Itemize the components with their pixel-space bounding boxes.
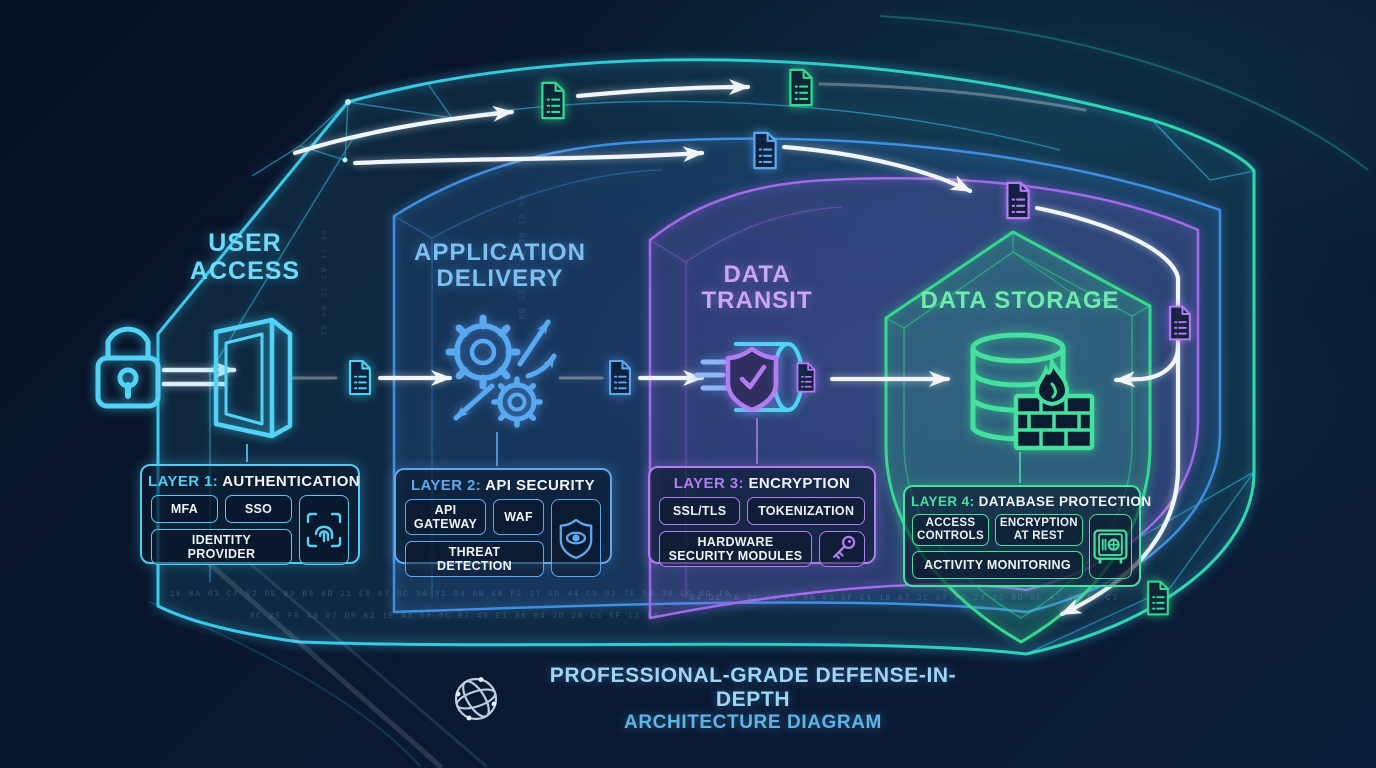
decorative-code-row: 8C 25 F0 4B 07 D9 62 1E A3 58 0C B7 49 E…: [250, 612, 660, 621]
document-icon: [541, 81, 565, 120]
decorative-code-row: 1F 8A 03 C7 52 0E 99 B4 6D 21 E8 07 5C 3…: [170, 590, 730, 599]
document-icon: [753, 131, 777, 170]
network-globe-icon: [454, 677, 498, 721]
chip-threat-detection: THREAT DETECTION: [405, 541, 544, 577]
footer: PROFESSIONAL-GRADE DEFENSE-IN-DEPTH ARCH…: [450, 664, 990, 734]
chip-activity-monitoring: ACTIVITY MONITORING: [912, 550, 1083, 579]
speed-lines: [694, 359, 730, 391]
key-icon: [819, 531, 865, 567]
decorative-code-column: 4A 91 0C 77 E2 35 B8 50 1D C6: [516, 195, 525, 325]
document-icon: [609, 359, 631, 396]
chip-waf: WAF: [493, 499, 544, 535]
fingerprint-scan-icon: [299, 495, 349, 565]
document-icon: [796, 362, 816, 393]
door-entry-icon: [213, 317, 293, 439]
chip-encryption-at-rest: ENCRYPTION AT REST: [994, 514, 1083, 546]
document-icon: [1006, 181, 1030, 220]
transit-shield-icon: [694, 342, 816, 413]
decorative-code-column: 08 5F A3 2C 94 61 D7 0B: [318, 230, 327, 340]
layer4-title: LAYER 4: DATABASE PROTECTION: [911, 494, 1152, 509]
layer3-encryption-box: LAYER 3: ENCRYPTION SSL/TLS TOKENIZATION…: [648, 466, 876, 567]
layer2-api-security-box: LAYER 2: API SECURITY API GATEWAY WAF TH…: [394, 468, 612, 577]
document-icon: [789, 68, 813, 107]
flow-arrow: [292, 105, 515, 156]
flame-icon: [1034, 354, 1070, 407]
flow-arrow: [781, 144, 973, 194]
database-firewall-icon: [970, 332, 1095, 451]
diagram-title-line1: PROFESSIONAL-GRADE DEFENSE-IN-DEPTH: [549, 664, 957, 711]
chip-sso: SSO: [225, 495, 292, 523]
flow-line: [818, 82, 1087, 112]
flow-arrows: [291, 79, 1181, 617]
chip-api-gateway: API GATEWAY: [405, 499, 487, 535]
lock-icon: [95, 326, 161, 409]
layer2-title: LAYER 2: API SECURITY: [410, 477, 595, 494]
document-icon: [1147, 580, 1169, 616]
chip-mfa: MFA: [151, 495, 218, 523]
shield-eye-icon: [551, 499, 601, 577]
layer1-title: LAYER 1: AUTHENTICATION: [148, 473, 360, 490]
layer1-authentication-box: LAYER 1: AUTHENTICATION MFA SSO IDENTITY…: [140, 464, 360, 565]
chip-identity-provider: IDENTITY PROVIDER: [151, 529, 292, 565]
layer3-title: LAYER 3: ENCRYPTION: [673, 475, 851, 492]
chip-ssl-tls: SSL/TLS: [659, 497, 741, 525]
decorative-code-row: 04 D1 7B 2E C8 55 0A 93 6F E4 18 A7 3C 8…: [690, 594, 1120, 603]
flow-arrow: [575, 79, 751, 99]
flow-line: [1034, 205, 1181, 349]
diagram-title-line2: ARCHITECTURE DIAGRAM: [624, 712, 882, 733]
decorative-streaks: [149, 546, 488, 768]
document-icon: [349, 359, 371, 396]
chip-hardware-security-modules: HARDWARE SECURITY MODULES: [659, 531, 812, 567]
chip-access-controls: ACCESS CONTROLS: [912, 514, 989, 546]
flow-arrow: [352, 146, 705, 166]
document-icon: [1169, 305, 1191, 341]
layer4-database-protection-box: LAYER 4: DATABASE PROTECTION ACCESS CONT…: [903, 485, 1152, 587]
flow-arrow: [1059, 343, 1181, 617]
section-title-data-storage: DATA STORAGE: [920, 287, 1120, 314]
gears-arrows-icon: [445, 314, 557, 428]
connector-stems: [246, 418, 1021, 483]
chip-tokenization: TOKENIZATION: [747, 497, 865, 525]
safe-icon: [1088, 514, 1132, 579]
